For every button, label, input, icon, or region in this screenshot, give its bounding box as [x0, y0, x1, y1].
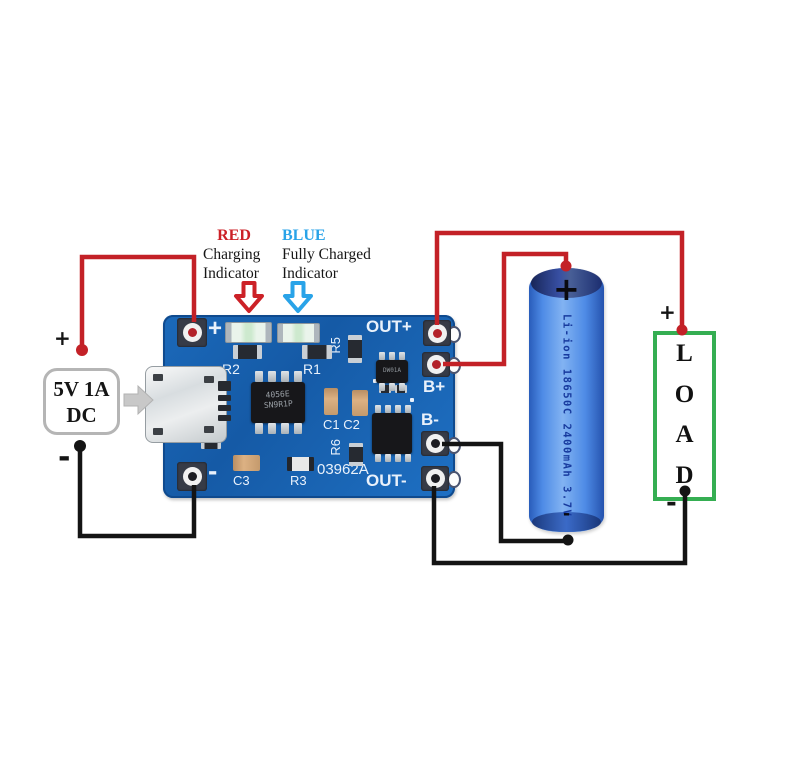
load-letter: O: [674, 380, 695, 408]
blue-indicator-line2: Indicator: [282, 265, 338, 282]
red-indicator-line2: Indicator: [203, 265, 259, 282]
load-letter: L: [676, 340, 693, 367]
castellation-notch: [447, 437, 461, 454]
battery-plus-mark: +: [553, 270, 580, 308]
solder-hole: [430, 474, 440, 483]
board-minus-silk: -: [208, 455, 218, 486]
capacitor-c3: [233, 455, 260, 471]
battery-18650: + Li-ion 18650C 2400mAh 3.7V -: [529, 268, 604, 532]
usb-pins: [218, 381, 231, 421]
protection-chip: DW01A: [376, 352, 408, 391]
red-indicator-title: RED: [217, 227, 251, 244]
mosfet-chip: [372, 405, 412, 462]
solder-hole: [432, 328, 442, 338]
out-minus-label: OUT-: [366, 471, 407, 490]
power-source-line1: 5V 1A: [53, 376, 110, 401]
castellation-notch: [447, 471, 461, 488]
charged-led: [277, 323, 320, 343]
load-letter: A: [675, 421, 694, 449]
c3-label: C3: [233, 473, 250, 488]
smd-component: [201, 439, 221, 449]
junction-dot: [562, 534, 574, 546]
resistor-r2: [233, 345, 262, 359]
micro-usb-connector: [145, 366, 227, 443]
solder-hole: [431, 360, 441, 369]
solder-hole: [430, 439, 440, 448]
tp4056-charger-board: + - OUT+ B+ B- OUT- R2 R1 R5 R6 C1 C2 C3…: [145, 315, 461, 498]
smd-component: [379, 385, 391, 393]
load-minus-label: -: [666, 488, 677, 518]
input-minus-pad: [177, 462, 207, 491]
c1-c2-label: C1 C2: [323, 417, 360, 432]
solder-hole: [187, 472, 197, 481]
solder-hole: [187, 328, 197, 337]
r3-label: R3: [290, 473, 307, 488]
junction-dot: [74, 440, 86, 452]
junction-dot: [76, 344, 88, 356]
out-minus-pad: [421, 466, 449, 491]
resistor-r3: [287, 457, 314, 471]
input-plus-label: +: [54, 326, 71, 350]
r1-label: R1: [303, 361, 321, 377]
power-source-line2: DC: [66, 402, 97, 427]
resistor-r5: [348, 335, 362, 363]
red-indicator-legend: RED Charging Indicator: [203, 226, 265, 283]
charging-led: [225, 322, 272, 343]
capacitor-c1: [324, 388, 338, 415]
load-plus-label: +: [659, 300, 676, 324]
blue-indicator-title: BLUE: [282, 227, 326, 244]
r6-label: R6: [328, 439, 343, 456]
power-source-box: 5V 1A DC: [43, 368, 120, 435]
capacitor-c2: [352, 390, 368, 416]
b-plus-pad: [422, 352, 450, 377]
silk-mark: [373, 379, 377, 383]
blue-indicator-legend: BLUE Fully Charged Indicator: [282, 226, 382, 283]
b-minus-label: B-: [421, 410, 439, 429]
battery-spec-label: Li-ion 18650C 2400mAh 3.7V: [560, 314, 573, 518]
b-plus-label: B+: [423, 377, 446, 396]
resistor-r6: [349, 443, 363, 466]
out-plus-label: OUT+: [366, 317, 412, 336]
input-plus-pad: [177, 318, 207, 347]
silk-mark: [410, 398, 414, 402]
load-letter: D: [675, 461, 694, 489]
resistor-r1: [302, 345, 332, 359]
b-minus-pad: [421, 431, 449, 456]
red-indicator-line1: Charging: [203, 246, 261, 263]
protection-chip-marking: DW01A: [382, 367, 402, 374]
tp4056-chip: 4056E SN9R1P: [251, 371, 305, 434]
out-plus-pad: [423, 320, 451, 346]
charged-indicator-arrow-icon: [283, 281, 313, 313]
input-minus-label: -: [58, 440, 71, 475]
load-box: L O A D: [653, 331, 716, 501]
board-plus-silk: +: [208, 315, 223, 342]
battery-minus-mark: -: [562, 504, 571, 524]
blue-indicator-line1: Fully Charged: [282, 246, 371, 263]
charging-indicator-arrow-icon: [234, 281, 264, 313]
